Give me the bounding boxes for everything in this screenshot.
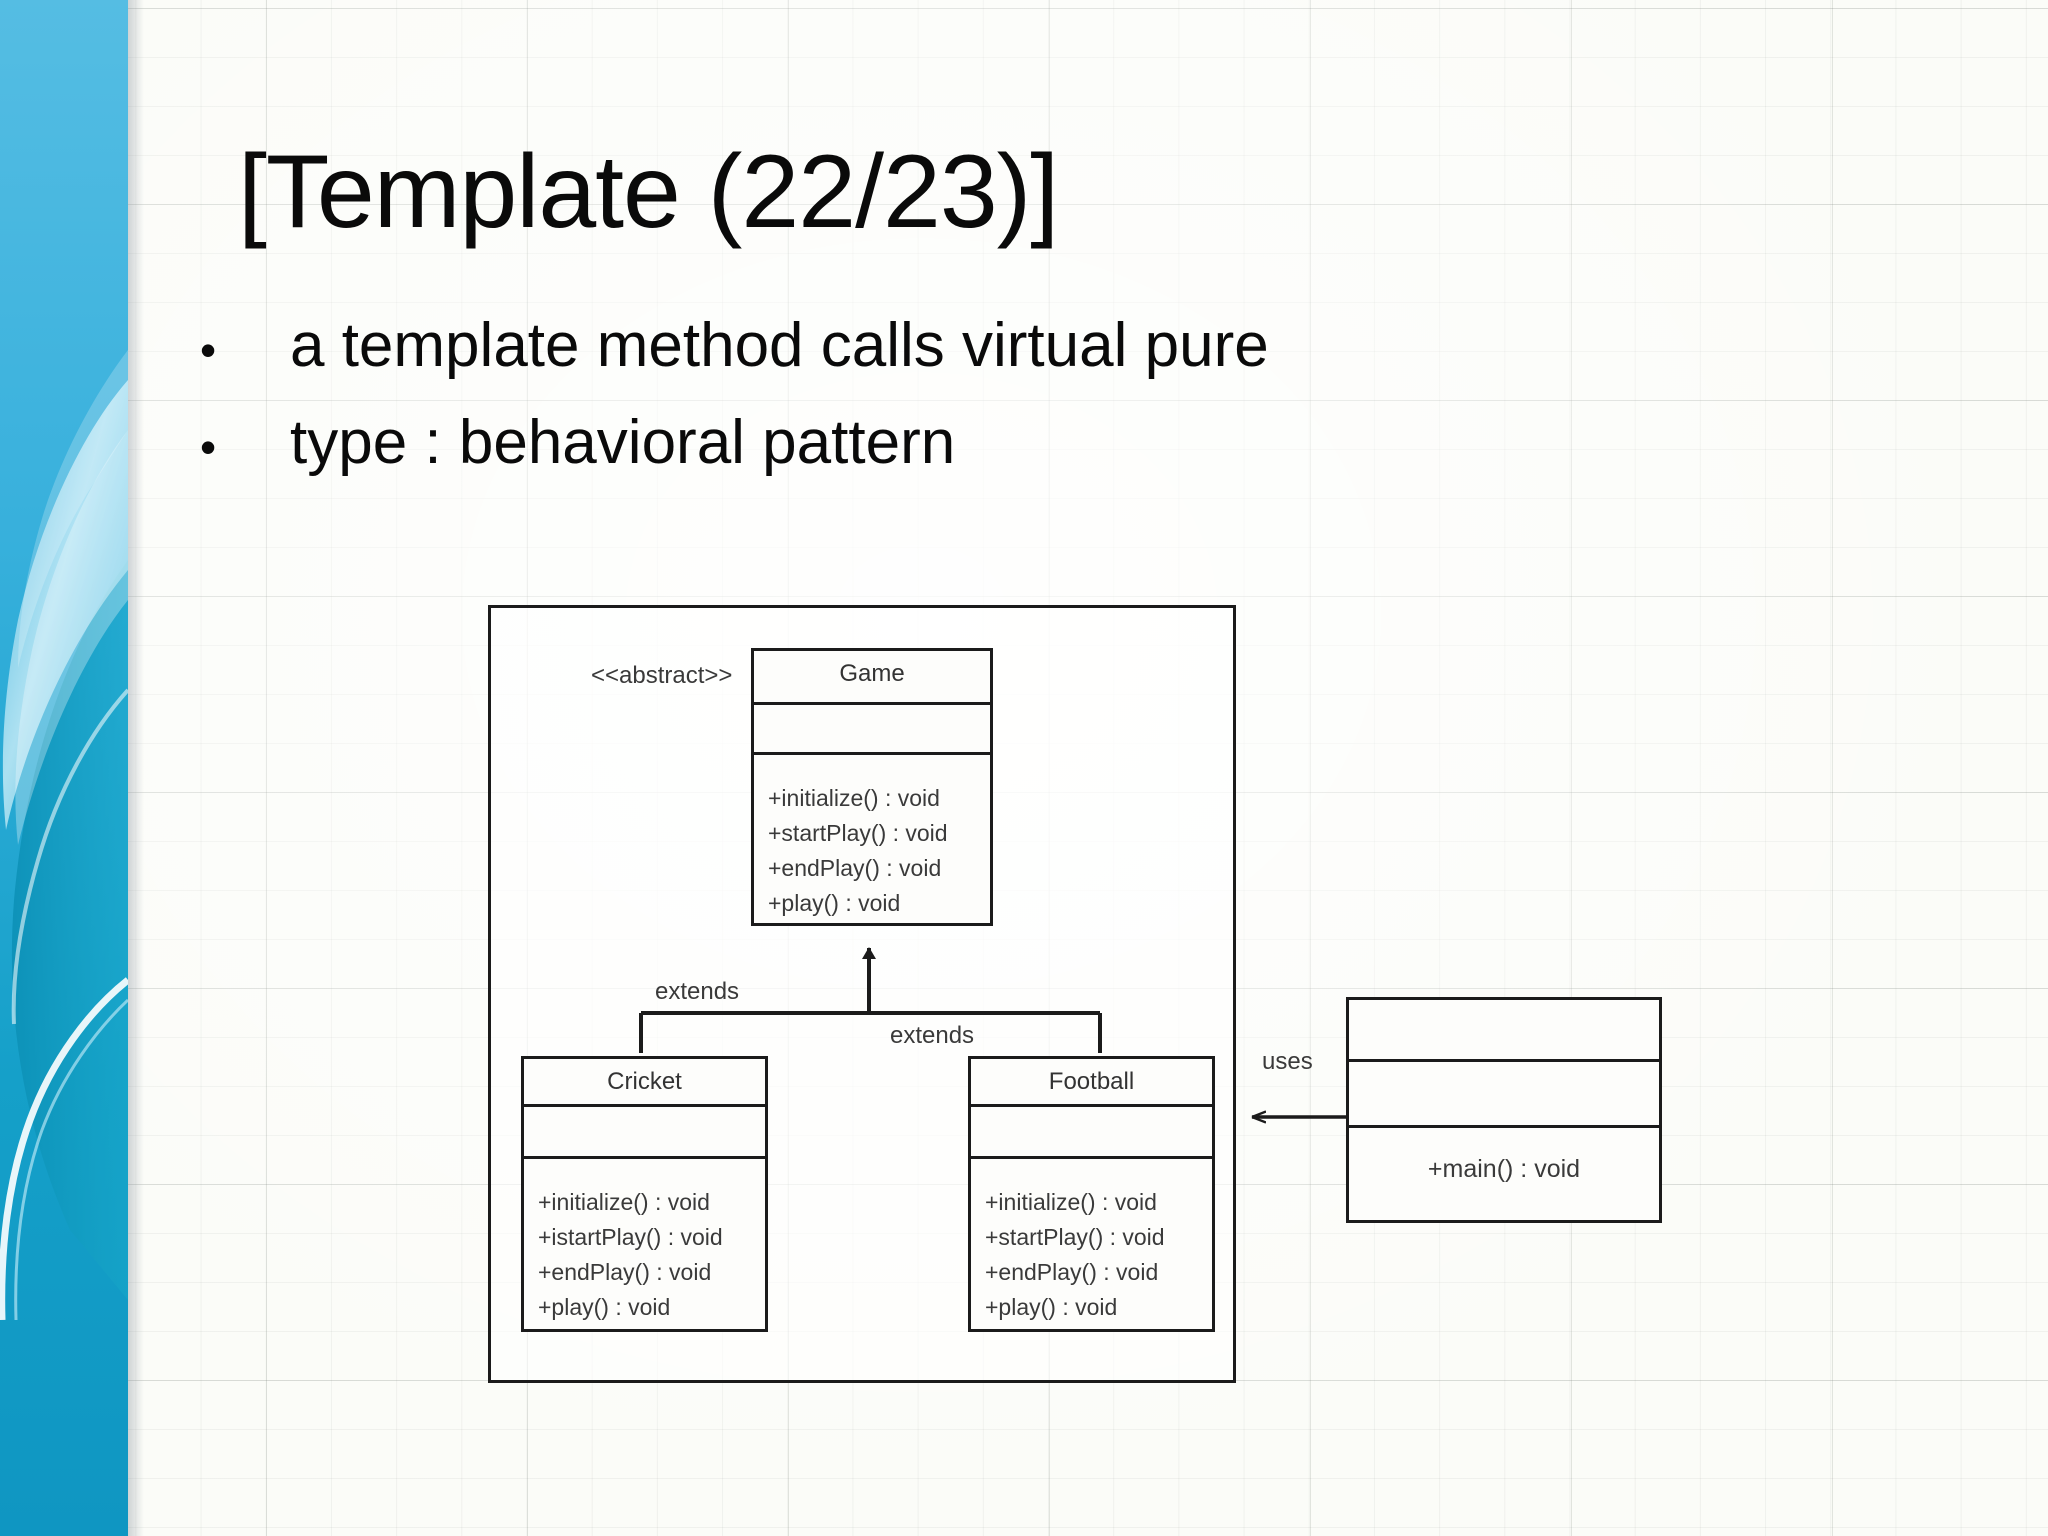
sidebar-swirl-graphic <box>0 0 128 1536</box>
uml-class-game-name: Game <box>754 651 990 705</box>
uml-operation: +endPlay() : void <box>985 1258 1159 1285</box>
uml-class-cricket-name: Cricket <box>524 1059 765 1107</box>
uml-operation: +initialize() : void <box>985 1189 1157 1215</box>
bullet-item-2: • type : behavioral pattern <box>200 412 955 474</box>
relationship-label-extends-football: extends <box>890 1022 975 1049</box>
bullet-text-1: a template method calls virtual pure <box>290 311 1269 380</box>
page-title: [Template (22/23)] <box>238 134 1059 250</box>
uml-class-cricket-attributes <box>524 1107 765 1159</box>
uml-diagram-frame: <<abstract>> Game +initialize() : void +… <box>488 605 1236 1383</box>
uml-class-football-attributes <box>971 1107 1212 1159</box>
bullet-text-2: type : behavioral pattern <box>290 408 956 477</box>
uml-operation: +startPlay() : void <box>985 1223 1165 1250</box>
uml-operation: +play() : void <box>538 1293 671 1320</box>
uml-class-game-attributes <box>754 705 990 755</box>
uml-class-main-name <box>1349 1000 1659 1062</box>
relationship-label-uses: uses <box>1262 1048 1313 1075</box>
uml-class-main-attributes <box>1349 1062 1659 1128</box>
uml-class-cricket-operations: +initialize() : void +istartPlay() : voi… <box>524 1159 765 1335</box>
uml-operation: +istartPlay() : void <box>538 1223 723 1250</box>
relationship-label-extends-cricket: extends <box>655 978 740 1005</box>
uml-operation: +startPlay() : void <box>768 819 948 846</box>
bullet-marker-icon: • <box>200 324 217 376</box>
uml-class-football-operations: +initialize() : void +startPlay() : void… <box>971 1159 1212 1335</box>
uml-operation: +main() : void <box>1427 1155 1581 1183</box>
uml-class-game-operations: +initialize() : void +startPlay() : void… <box>754 755 990 931</box>
uml-class-main-operations: +main() : void <box>1349 1128 1659 1188</box>
uml-class-cricket: Cricket +initialize() : void +istartPlay… <box>521 1056 768 1332</box>
uml-class-main: +main() : void <box>1346 997 1662 1223</box>
uml-operation: +endPlay() : void <box>538 1258 712 1285</box>
bullet-item-1: • a template method calls virtual pure <box>200 315 1269 377</box>
bullet-marker-icon: • <box>200 421 217 473</box>
uml-class-football: Football +initialize() : void +startPlay… <box>968 1056 1215 1332</box>
uml-operation: +play() : void <box>985 1293 1118 1320</box>
uml-operation: +play() : void <box>768 889 901 916</box>
uml-operation: +endPlay() : void <box>768 854 942 881</box>
uml-operation: +initialize() : void <box>538 1189 710 1215</box>
uml-operation: +initialize() : void <box>768 785 940 811</box>
sidebar-decoration <box>0 0 128 1536</box>
abstract-stereotype-label: <<abstract>> <box>591 662 733 689</box>
uml-class-football-name: Football <box>971 1059 1212 1107</box>
uml-class-game: Game +initialize() : void +startPlay() :… <box>751 648 993 926</box>
